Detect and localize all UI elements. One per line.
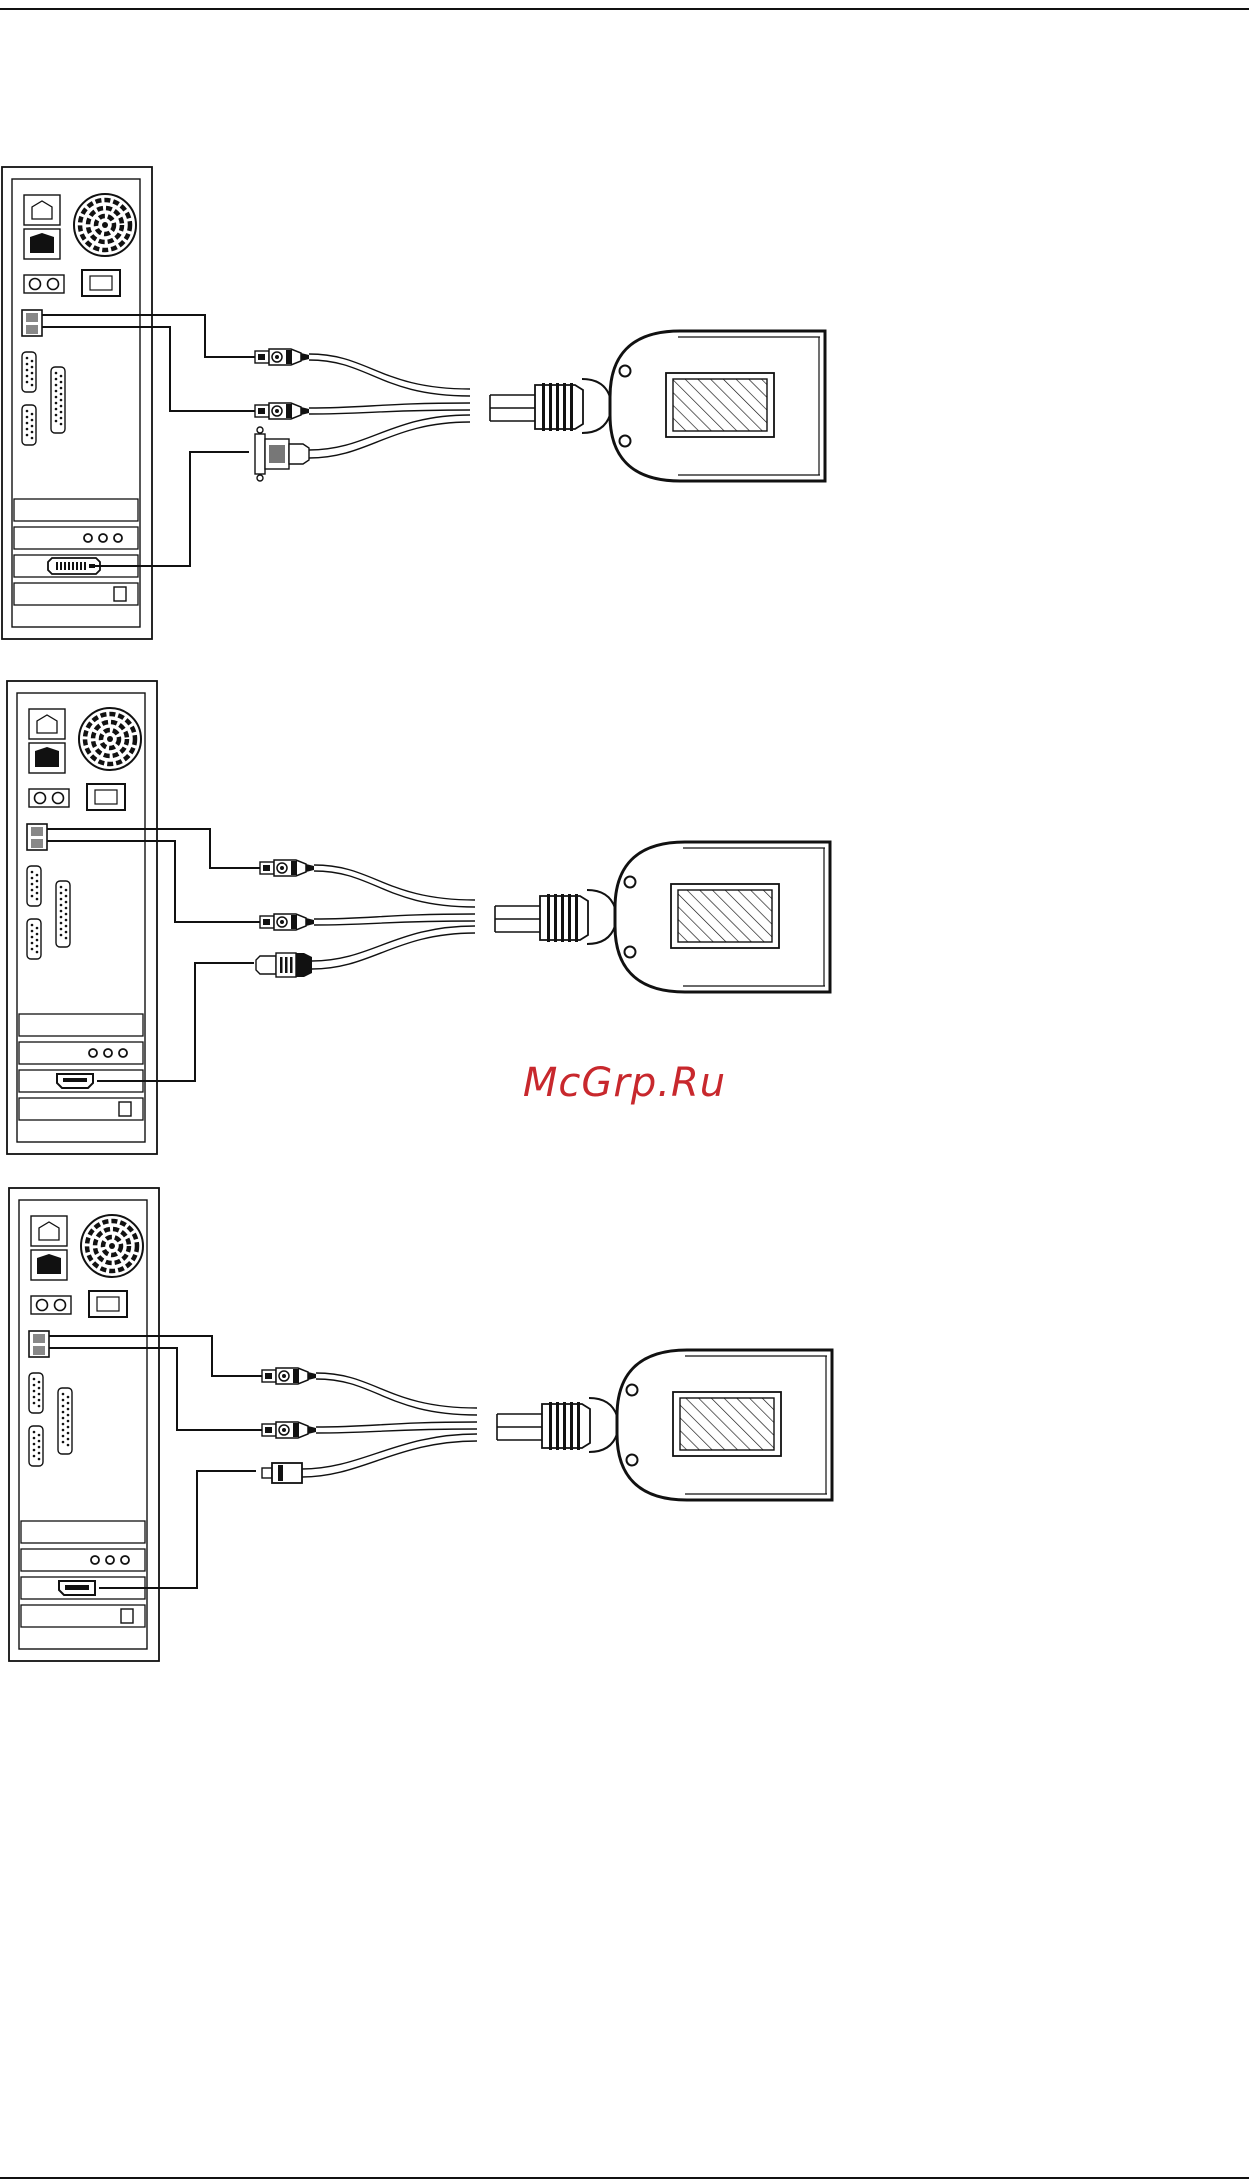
- power-inlet: [31, 1216, 67, 1246]
- cable-bundle: [309, 354, 470, 458]
- cable-bundle: [302, 1373, 477, 1477]
- ps2-mouse-port: [30, 279, 41, 290]
- usb-plug-2: [260, 914, 314, 930]
- hdmi-plug: [256, 953, 312, 977]
- audio-jack: [104, 1049, 112, 1057]
- screw-icon: [620, 436, 631, 447]
- power-inlet: [24, 195, 60, 225]
- ps2-keyboard-port: [55, 1300, 66, 1311]
- usb-plug-2: [262, 1422, 316, 1438]
- parallel-port: [51, 367, 65, 433]
- expansion-slot-1: [14, 499, 138, 521]
- dvi-connection: [2, 167, 825, 639]
- com-port-2: [27, 919, 41, 959]
- fan-grille: [87, 1221, 137, 1271]
- com-port-1: [27, 866, 41, 906]
- audio-jack: [121, 1556, 129, 1564]
- usb-b-port: [114, 587, 126, 601]
- screw-icon: [627, 1455, 638, 1466]
- com-port-2: [29, 1426, 43, 1466]
- fan-grille: [80, 200, 130, 250]
- usb-plug-1: [255, 349, 309, 365]
- usb-b-port: [121, 1609, 133, 1623]
- dvi-plug: [255, 427, 309, 481]
- usb-cable-route-2: [47, 841, 260, 922]
- screw-icon: [625, 877, 636, 888]
- usb-cable-route-2: [42, 327, 255, 411]
- usb-plug-2: [255, 403, 309, 419]
- cable-bundle: [312, 865, 475, 969]
- usb-cable-route-1: [47, 829, 260, 868]
- audio-jack: [106, 1556, 114, 1564]
- audio-jack: [91, 1556, 99, 1564]
- screw-icon: [620, 366, 631, 377]
- power-inlet: [29, 709, 65, 739]
- usb-cable-route-2: [49, 1348, 262, 1430]
- audio-jack: [99, 534, 107, 542]
- ps2-keyboard-port: [48, 279, 59, 290]
- expansion-slot-1: [21, 1521, 145, 1543]
- adapter-label-hatch: [678, 890, 772, 942]
- audio-jack: [119, 1049, 127, 1057]
- ps2-keyboard-port: [53, 793, 64, 804]
- audio-jack: [89, 1049, 97, 1057]
- usb-plug-1: [260, 860, 314, 876]
- audio-jack: [114, 534, 122, 542]
- displayport-plug: [262, 1463, 302, 1483]
- watermark-text: McGrp.Ru: [0, 1060, 1249, 1106]
- com-port-1: [29, 1373, 43, 1413]
- parallel-port: [58, 1388, 72, 1454]
- usb-cable-route-1: [49, 1336, 262, 1376]
- audio-jack: [84, 534, 92, 542]
- usb-plug-1: [262, 1368, 316, 1384]
- screw-icon: [625, 947, 636, 958]
- ps2-mouse-port: [35, 793, 46, 804]
- parallel-port: [56, 881, 70, 947]
- screw-icon: [627, 1385, 638, 1396]
- ps2-mouse-port: [37, 1300, 48, 1311]
- expansion-slot-1: [19, 1014, 143, 1036]
- fan-grille: [85, 714, 135, 764]
- usb-cable-route-1: [42, 315, 255, 357]
- com-port-2: [22, 405, 36, 445]
- com-port-1: [22, 352, 36, 392]
- displayport-connection: [9, 1188, 832, 1661]
- adapter-label-hatch: [673, 379, 767, 431]
- adapter-label-hatch: [680, 1398, 774, 1450]
